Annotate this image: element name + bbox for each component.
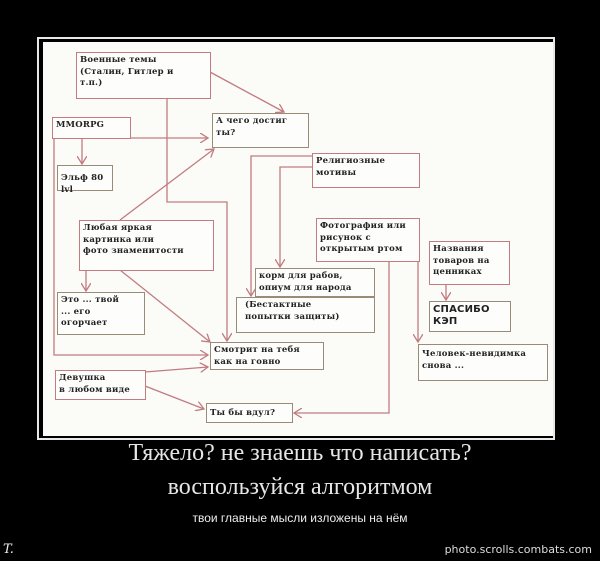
arrow-military-achieved (209, 71, 284, 112)
box-military-themes: Военные темы (Сталин, Гитлер и т.п.) (76, 52, 211, 99)
box-girl: Девушка в любом виде (55, 370, 146, 400)
arrow-mmorpg-looks (53, 138, 208, 355)
arrow-religion-tactless (251, 155, 312, 296)
arrow-religion-food (280, 166, 312, 267)
arrow-photo-would (294, 261, 390, 413)
watermark: photo.scrolls.combats.com (444, 543, 592, 556)
box-what-achieved: А чего достиг ты? (212, 113, 309, 148)
arrow-girl-would (144, 385, 204, 409)
box-bright-picture: Любая яркая картинка или фото знаменитос… (79, 220, 214, 271)
signature: T. (3, 542, 14, 557)
poster-frame (37, 37, 555, 440)
box-upset: Это ... твой ... его огорчает (57, 292, 145, 335)
box-looks-at-you: Смотрит на тебя как на говно (210, 342, 324, 370)
arrow-girl-looks (144, 367, 208, 373)
box-slave-food: корм для рабов, опиум для народа (255, 268, 375, 297)
arrow-military-looks (166, 98, 227, 341)
box-religion: Религиозные мотивы (312, 153, 420, 188)
box-price-tags: Названия товаров на ценниках (429, 241, 510, 285)
box-mmorpg: MMORPG (52, 117, 131, 139)
caption-title-line1: Тяжело? не знаешь что написать? (128, 440, 472, 466)
box-tactless: (Бестактные попытки защиты) (236, 297, 375, 333)
arrow-bright-achieved (119, 149, 214, 221)
box-open-mouth: Фотография или рисунок с открытым ртом (316, 218, 420, 262)
caption-subtitle: твои главные мысли изложены на нём (192, 511, 408, 525)
box-elf: Эльф 80 lvl (57, 165, 113, 195)
arrow-bright-looks (119, 269, 210, 342)
box-would-you: Ты бы вдул? (206, 403, 293, 423)
box-invisible-man: Человек-невидимка снова ... (418, 344, 548, 381)
box-captain-obvious: СПАСИБО КЭП (429, 301, 511, 332)
caption-title-line2: воспользуйся алгоритмом (167, 474, 433, 500)
